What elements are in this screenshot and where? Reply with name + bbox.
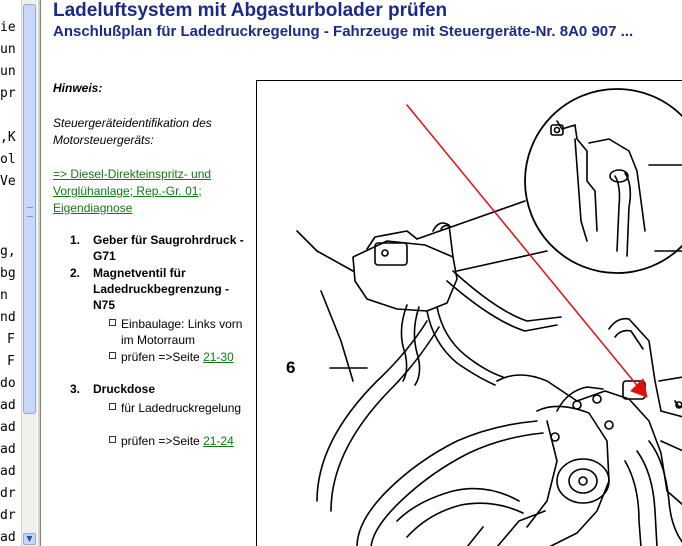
list-item-number: 3. — [70, 382, 81, 396]
code-line: g, — [0, 244, 16, 259]
code-line: dr — [0, 508, 16, 523]
sub-item: für Ladedruckregelung — [109, 400, 251, 416]
note-text: Steuergeräteidentifikation des Motorsteu… — [53, 116, 212, 147]
sub-item-text: prüfen =>Seite — [121, 434, 204, 448]
code-line: F — [7, 354, 15, 369]
scroll-down-arrow-icon[interactable]: ▼ — [23, 533, 36, 545]
page-title: Ladeluftsystem mit Abgasturbolader prüfe… — [53, 0, 448, 21]
code-line: nd — [0, 310, 16, 325]
code-line: ol — [0, 152, 16, 167]
code-line: ,K — [0, 130, 16, 145]
code-line: n — [0, 288, 8, 303]
diagnosis-link[interactable]: => Diesel-Direkteinspritz- und Vorglühan… — [53, 167, 212, 215]
code-line: ad — [0, 530, 16, 545]
list-item-number: 1. — [70, 233, 81, 247]
list-item-title: Magnetventil für Ladedruckbegrenzung -N7… — [93, 266, 230, 312]
sub-item-text: prüfen =>Seite — [121, 350, 204, 364]
list-item-number: 2. — [70, 266, 81, 280]
scroll-grip-icon — [27, 207, 33, 217]
sub-item: Einbaulage: Links vorn im Motorraum — [109, 316, 251, 348]
pane-splitter[interactable] — [37, 0, 41, 546]
code-line: F — [7, 332, 15, 347]
code-line: ie — [0, 20, 16, 35]
code-line: dr — [0, 486, 16, 501]
code-line: ad — [0, 442, 16, 457]
code-line: ad — [0, 420, 16, 435]
code-line: un — [0, 64, 16, 79]
page-link-21-24[interactable]: 21-24 — [203, 434, 234, 448]
bullet-box-icon — [109, 403, 116, 410]
sub-item-text: Einbaulage: Links vorn im Motorraum — [121, 317, 243, 347]
code-line: do — [0, 376, 16, 391]
sub-item: prüfen =>Seite 21-30 — [109, 349, 251, 365]
list-item-title: Druckdose — [93, 382, 156, 396]
bullet-box-icon — [109, 352, 116, 359]
code-line: pr — [0, 86, 16, 101]
figure-callout-6: 6 — [286, 358, 296, 377]
code-line: Ve — [0, 174, 16, 189]
connection-diagram: 6 — [256, 80, 682, 546]
code-line: un — [0, 42, 16, 57]
document-content: Ladeluftsystem mit Abgasturbolader prüfe… — [41, 0, 682, 546]
page-link-21-30[interactable]: 21-30 — [203, 350, 234, 364]
page-subtitle: Anschlußplan für Ladedruckregelung - Fah… — [53, 23, 634, 40]
bullet-box-icon — [109, 436, 116, 443]
scrollbar-thumb[interactable] — [23, 4, 36, 414]
code-line: ad — [0, 398, 16, 413]
list-item-title: Geber für Saugrohrdruck -G71 — [93, 233, 244, 263]
code-line: ad — [0, 464, 16, 479]
vertical-scrollbar[interactable]: ▼ — [21, 0, 37, 546]
sub-item-text: für Ladedruckregelung — [121, 401, 242, 415]
diagram-drawing — [296, 88, 682, 546]
sub-item: prüfen =>Seite 21-24 — [109, 433, 251, 449]
bullet-box-icon — [109, 319, 116, 326]
code-line: bg — [0, 266, 16, 281]
note-heading: Hinweis: — [53, 81, 103, 95]
